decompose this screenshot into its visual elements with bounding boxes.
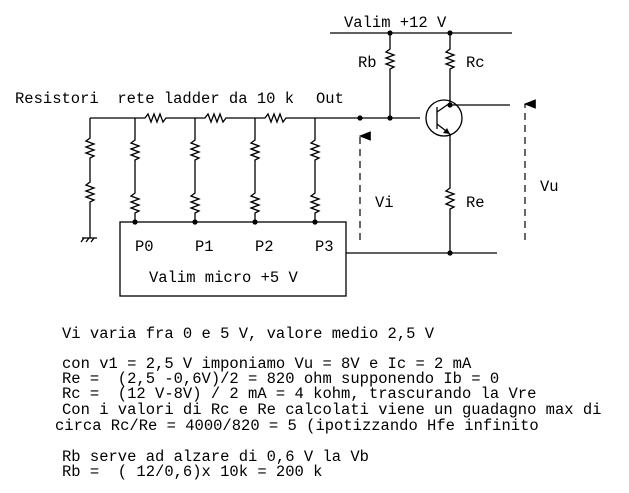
calculation-notes: Vi varia fra 0 e 5 V, valore medio 2,5 V… — [55, 325, 602, 481]
supply-label: Valim +12 V — [344, 14, 447, 32]
note-line: con v1 = 2,5 V imponiamo Vu = 8V e Ic = … — [62, 355, 472, 373]
note-line: Rc = (12 V-8V) / 2 mA = 4 kohm, trascura… — [62, 385, 536, 403]
vi-label: Vi — [375, 194, 394, 212]
re-label: Re — [466, 194, 485, 212]
ladder-shunt-resistors — [84, 118, 321, 238]
npn-transistor — [425, 99, 463, 137]
note-line: Vi varia fra 0 e 5 V, valore medio 2,5 V — [62, 325, 435, 343]
micro-label: Valim micro +5 V — [149, 269, 299, 287]
rb-resistor — [384, 33, 396, 118]
rc-label: Rc — [466, 54, 485, 72]
note-line: circa Rc/Re = 4000/820 = 5 (ipotizzando … — [55, 417, 539, 435]
re-resistor — [444, 134, 456, 253]
pin-p1: P1 — [195, 238, 214, 256]
pin-p2: P2 — [255, 238, 274, 256]
ladder-label: Resistori rete ladder da 10 k — [15, 90, 294, 108]
pin-p0: P0 — [135, 238, 154, 256]
junction-dots — [132, 30, 453, 256]
note-line: Rb = ( 12/0,6)x 10k = 200 k — [62, 463, 322, 481]
rb-label: Rb — [358, 54, 377, 72]
microcontroller-box — [119, 221, 347, 297]
note-line: Con i valori di Rc e Re calcolati viene … — [62, 401, 602, 419]
note-line: Re = (2,5 -0,6V)/2 = 820 ohm supponendo … — [62, 370, 499, 388]
rc-resistor — [444, 33, 456, 105]
out-label: Out — [316, 90, 344, 108]
note-line: Rb serve ad alzare di 0,6 V la Vb — [62, 448, 369, 466]
vu-label: Vu — [540, 178, 559, 196]
pin-p3: P3 — [315, 238, 334, 256]
ladder-series-resistors — [90, 112, 420, 124]
ground-icon — [80, 237, 97, 243]
